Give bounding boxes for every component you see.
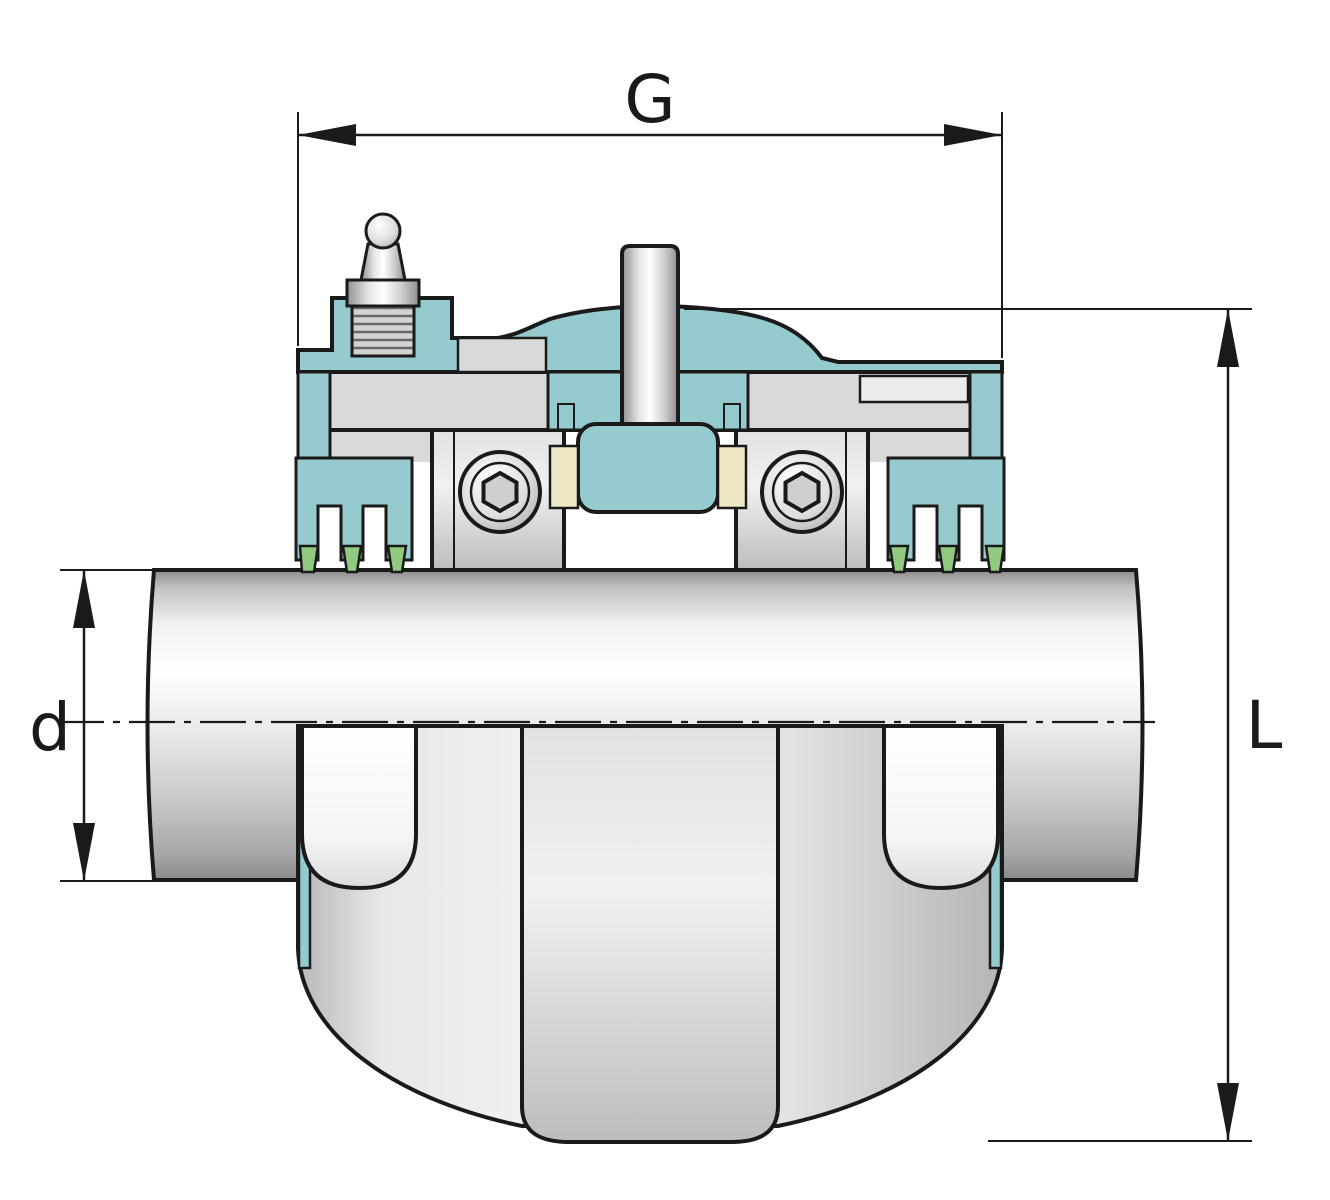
clamp-notch-left [557, 403, 575, 431]
labyrinth-seal-right [886, 456, 1006, 562]
dimension-d: d [29, 569, 296, 882]
housing-base-center-block [520, 724, 780, 1144]
seal-lip [937, 544, 959, 574]
clamp-notch-right [723, 403, 741, 431]
dimension-G: G [297, 61, 1003, 358]
arrow-left-icon [298, 124, 356, 146]
arrow-right-icon [944, 124, 1002, 146]
cap-recess-left [456, 336, 548, 374]
arrow-down-icon [73, 823, 95, 881]
grease-nipple [345, 212, 421, 358]
arrow-up-icon [1217, 309, 1239, 367]
dimension-L: L [684, 308, 1283, 1142]
seal-lip [984, 544, 1006, 574]
screw-head-ring-left [469, 461, 531, 523]
labyrinth-seal-left [294, 456, 414, 562]
cap-recess-right [858, 374, 970, 404]
seal-lip [341, 544, 363, 574]
hex-socket-screw-left [458, 450, 542, 534]
housing-bore-arch-left [300, 724, 418, 891]
bearing-cage-right [716, 444, 748, 510]
hex-socket-icon [481, 470, 519, 514]
screw-head-ring-right [771, 461, 833, 523]
seal-lips-left [298, 544, 408, 574]
dimension-label-d: d [29, 689, 71, 766]
dimension-label-G: G [624, 61, 675, 138]
dimension-label-L: L [1246, 687, 1283, 764]
seal-lip [298, 544, 320, 574]
grease-nipple-ball [364, 212, 402, 250]
locating-stud [620, 244, 680, 426]
seal-lip [386, 544, 408, 574]
housing-bore-arch-right [882, 724, 1000, 891]
hex-socket-screw-right [760, 450, 844, 534]
hex-socket-icon [783, 470, 821, 514]
grease-nipple-thread [350, 304, 416, 358]
housing-wall-right [968, 370, 1004, 464]
bearing-cage-left [548, 444, 580, 510]
grease-nipple-hex [345, 278, 421, 308]
arrow-up-icon [73, 570, 95, 628]
housing-wall-left [296, 370, 332, 464]
arrow-down-icon [1217, 1083, 1239, 1141]
seal-lip [888, 544, 910, 574]
spherical-roller [576, 422, 720, 514]
seal-lips-right [888, 544, 1006, 574]
